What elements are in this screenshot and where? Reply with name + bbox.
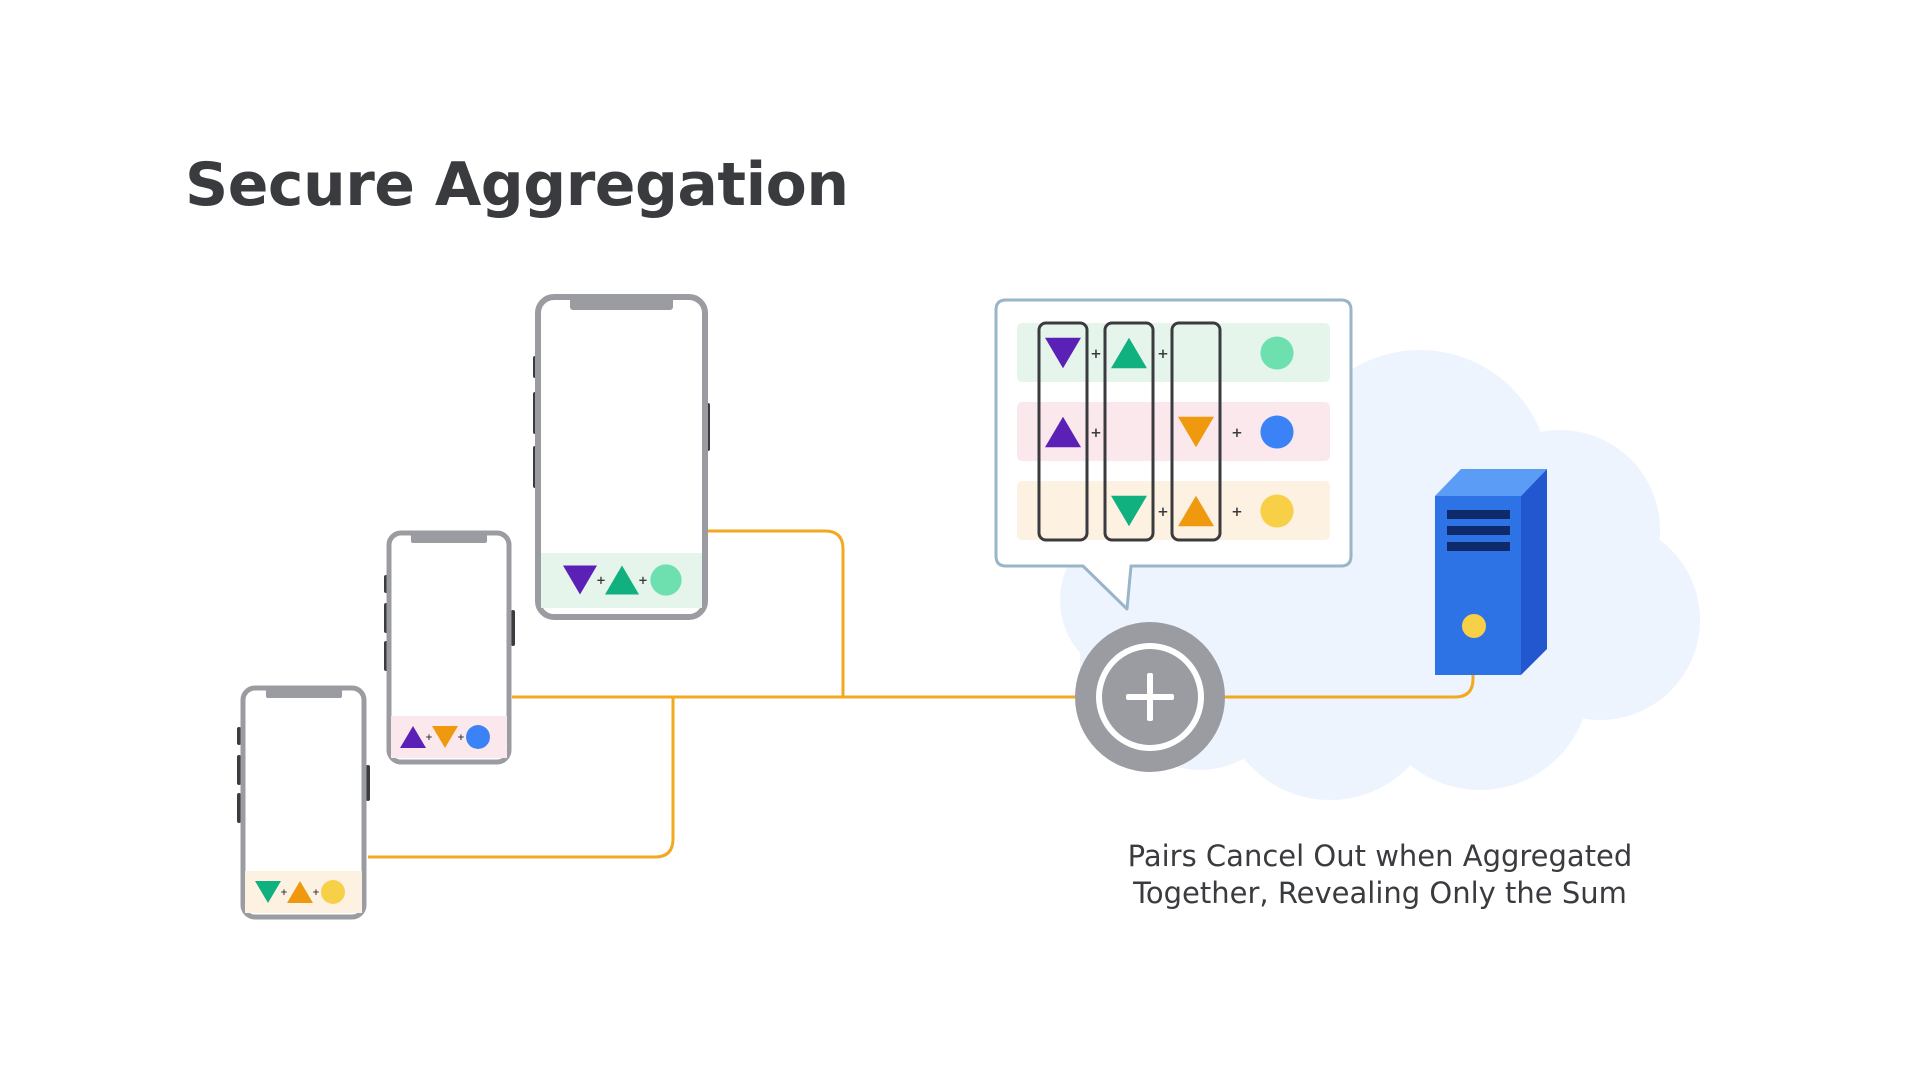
wire-to-server bbox=[1225, 646, 1475, 699]
light-green-circle-token bbox=[650, 564, 682, 596]
plus-sign: + bbox=[457, 733, 464, 743]
phone-side-button bbox=[237, 755, 241, 785]
orange-up-token bbox=[287, 880, 313, 904]
connection-wires bbox=[368, 529, 1475, 859]
plus-sign: + bbox=[1090, 425, 1101, 441]
yellow-circle-token bbox=[321, 880, 345, 904]
phone-notch bbox=[266, 688, 342, 698]
plus-sign: + bbox=[280, 888, 287, 898]
green-up-token bbox=[605, 565, 639, 595]
blue-circle-token bbox=[466, 725, 490, 749]
phone-notch bbox=[411, 533, 487, 543]
aggregated-sum-circle bbox=[1462, 614, 1486, 638]
light-green-circle-token bbox=[1260, 336, 1294, 370]
plus-circle-icon bbox=[1075, 622, 1225, 772]
server-vent bbox=[1447, 526, 1510, 535]
green-up-token bbox=[1111, 337, 1147, 369]
server-vent bbox=[1447, 510, 1510, 519]
phone-side-button bbox=[511, 610, 515, 646]
matrix-tokens: + + + + + + bbox=[1045, 336, 1294, 528]
green-down-token bbox=[1111, 495, 1147, 527]
plus-sign: + bbox=[596, 573, 606, 587]
pair-column-box bbox=[1037, 321, 1089, 542]
wire-large-device bbox=[708, 529, 845, 697]
yellow-circle-token bbox=[1260, 494, 1294, 528]
phone-side-button bbox=[366, 765, 370, 801]
server-vent bbox=[1447, 542, 1510, 551]
device-tokens: ++ bbox=[255, 880, 345, 904]
caption-line-2: Together, Revealing Only the Sum bbox=[1133, 876, 1627, 910]
orange-down-token bbox=[1178, 416, 1214, 448]
device-medium: ++ bbox=[384, 530, 515, 765]
plus-sign: + bbox=[1157, 504, 1168, 520]
phone-side-button bbox=[237, 793, 241, 823]
plus-sign: + bbox=[425, 733, 432, 743]
purple-up-token bbox=[1045, 416, 1081, 448]
phone-notch bbox=[570, 297, 673, 310]
plus-sign: + bbox=[1157, 346, 1168, 362]
caption-line-1: Pairs Cancel Out when Aggregated bbox=[1127, 839, 1633, 873]
phone-side-button bbox=[237, 727, 241, 745]
purple-down-token bbox=[1045, 337, 1081, 369]
green-down-token bbox=[255, 880, 281, 904]
device-tokens: ++ bbox=[563, 564, 682, 596]
server-top bbox=[1435, 469, 1547, 496]
server-front bbox=[1435, 496, 1521, 675]
page-title: Secure Aggregation bbox=[185, 150, 849, 220]
blue-circle-token bbox=[1260, 415, 1294, 449]
server-side bbox=[1521, 469, 1547, 675]
orange-down-token bbox=[432, 725, 458, 749]
plus-sign: + bbox=[1090, 346, 1101, 362]
wire-small-device bbox=[368, 697, 675, 859]
plus-sign: + bbox=[1231, 504, 1242, 520]
device-small: ++ bbox=[237, 685, 370, 920]
speech-bubble: + + + + + + bbox=[994, 298, 1353, 611]
device-large: ++ bbox=[533, 294, 710, 620]
pair-column-box bbox=[1103, 321, 1155, 542]
plus-sign: + bbox=[312, 888, 319, 898]
plus-sign: + bbox=[1231, 425, 1242, 441]
orange-up-token bbox=[1178, 495, 1214, 527]
plus-sign: + bbox=[638, 573, 648, 587]
device-tokens: ++ bbox=[400, 725, 490, 749]
diagram-caption: Pairs Cancel Out when Aggregated Togethe… bbox=[1100, 838, 1660, 912]
server-icon bbox=[1435, 469, 1547, 675]
purple-down-token bbox=[563, 565, 597, 595]
purple-up-token bbox=[400, 725, 426, 749]
pair-column-box bbox=[1170, 321, 1222, 542]
